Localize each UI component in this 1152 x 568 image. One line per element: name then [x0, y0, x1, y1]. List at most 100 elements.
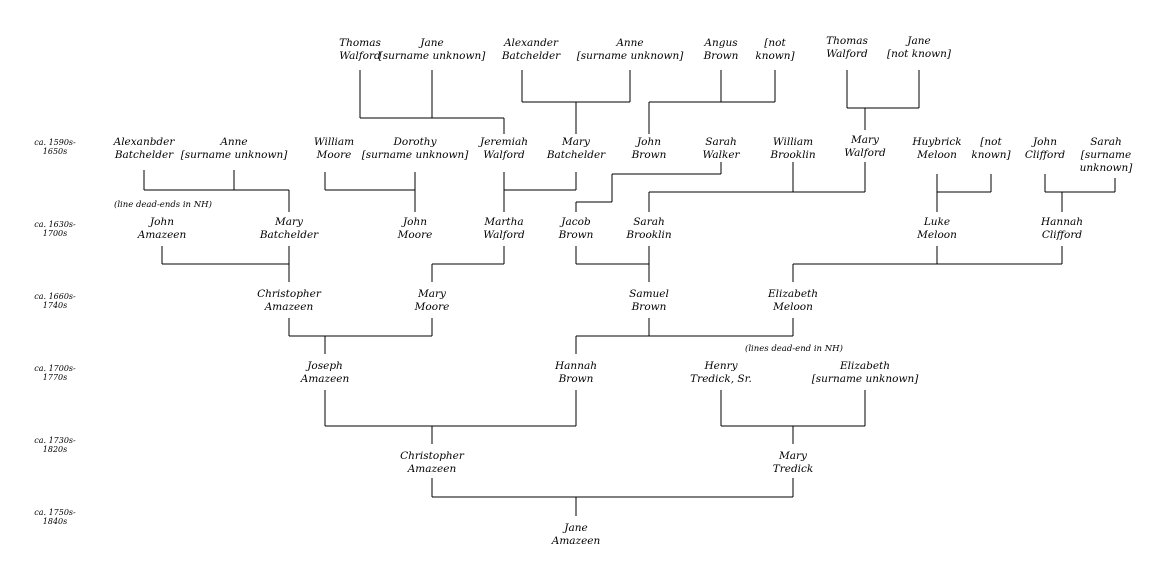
person-surname: Walford — [483, 149, 525, 161]
person-surname: Meloon — [917, 229, 957, 241]
person-given-name: Jane — [907, 35, 931, 47]
person-hannah-clifford: Hannah Clifford — [1041, 216, 1083, 242]
person-samuel-brown: Samuel Brown — [629, 288, 669, 314]
era-label: ca. 1700s-1770s — [34, 364, 76, 382]
person-surname: Amazeen — [264, 301, 314, 313]
person-not-known: [not known] — [971, 136, 1010, 162]
person-given-name: Hannah — [1041, 216, 1083, 228]
person-not-known: [not known] — [755, 37, 794, 63]
person-given-name: Alexander — [503, 37, 559, 49]
person-mary-tredick: Mary Tredick — [773, 450, 814, 476]
person-given-name: Samuel — [629, 288, 669, 300]
person-anne-surname-unknown: Anne [surname unknown] — [577, 37, 684, 63]
person-jane-amazeen: Jane Amazeen — [552, 522, 601, 548]
person-alexanbder-batchelder: Alexanbder Batchelder — [114, 136, 175, 162]
person-given-name: Christopher — [400, 450, 464, 462]
person-given-name: Jacob — [561, 216, 591, 228]
person-given-name: Mary — [275, 216, 303, 228]
person-sarah-brooklin: Sarah Brooklin — [626, 216, 671, 242]
person-given-name: Thomas — [826, 35, 868, 47]
person-elizabeth-surname-unknown: Elizabeth [surname unknown] — [812, 360, 919, 386]
person-surname: Meloon — [917, 149, 957, 161]
person-dorothy-surname-unknown: Dorothy [surname unknown] — [362, 136, 469, 162]
person-given-name: Hannah — [555, 360, 597, 372]
person-surname: Brown — [558, 229, 594, 241]
person-christopher-amazeen: Christopher Amazeen — [400, 450, 464, 476]
person-mary-batchelder: Mary Batchelder — [547, 136, 605, 162]
person-william-brooklin: William Brooklin — [770, 136, 815, 162]
person-given-name: Thomas — [339, 37, 381, 49]
person-surname: Clifford — [1024, 149, 1066, 161]
person-surname: Tredick, Sr. — [690, 373, 752, 385]
person-surname: Amazeen — [407, 463, 457, 475]
person-given-name: Henry — [704, 360, 738, 372]
person-elizabeth-meloon: Elizabeth Meloon — [768, 288, 818, 314]
person-surname: Brooklin — [770, 149, 816, 161]
person-surname: known] — [971, 149, 1011, 161]
person-surname-cont: unknown] — [1079, 162, 1133, 174]
person-given-name: William — [772, 136, 814, 148]
person-given-name: Dorothy — [393, 136, 437, 148]
person-surname: Amazeen — [300, 373, 350, 385]
person-surname: Brown — [631, 149, 667, 161]
person-martha-walford: Martha Walford — [483, 216, 524, 242]
person-christopher-amazeen: Christopher Amazeen — [257, 288, 321, 314]
person-surname: known] — [755, 50, 795, 62]
person-huybrick-meloon: Huybrick Meloon — [912, 136, 961, 162]
person-given-name: Huybrick — [912, 136, 962, 148]
person-thomas-walford: Thomas Walford — [339, 37, 381, 63]
person-john-moore: John Moore — [398, 216, 433, 242]
person-jacob-brown: Jacob Brown — [559, 216, 594, 242]
person-given-name: Anne — [616, 37, 644, 49]
person-surname: Moore — [316, 149, 352, 161]
person-hannah-brown: Hannah Brown — [555, 360, 597, 386]
person-surname: [surname unknown] — [361, 149, 469, 161]
person-john-amazeen: John Amazeen — [138, 216, 187, 242]
note-line-dead-end: (line dead-ends in NH) — [114, 200, 212, 210]
person-given-name: Mary — [779, 450, 807, 462]
person-surname: Brown — [558, 373, 594, 385]
person-given-name: Sarah — [705, 136, 737, 148]
person-mary-moore: Mary Moore — [415, 288, 450, 314]
person-surname: [surname unknown] — [576, 50, 684, 62]
person-henry-tredick-sr: Henry Tredick, Sr. — [690, 360, 752, 386]
person-given-name: John — [149, 216, 175, 228]
era-label: ca. 1660s-1740s — [34, 292, 76, 310]
person-given-name: Alexanbder — [113, 136, 175, 148]
person-surname: Brooklin — [626, 229, 672, 241]
person-john-clifford: John Clifford — [1025, 136, 1065, 162]
person-surname: Meloon — [773, 301, 813, 313]
person-surname: Walker — [702, 149, 740, 161]
era-label: ca. 1590s-1650s — [34, 138, 76, 156]
era-label: ca. 1750s-1840s — [34, 508, 76, 526]
person-sarah-walker: Sarah Walker — [702, 136, 739, 162]
person-given-name: Luke — [923, 216, 951, 228]
person-given-name: William — [313, 136, 355, 148]
person-jeremiah-walford: Jeremiah Walford — [480, 136, 528, 162]
person-sarah-surname-unknown: Sarah [surname unknown] — [1080, 136, 1133, 175]
person-surname: Tredick — [772, 463, 814, 475]
person-given-name: Sarah — [633, 216, 665, 228]
person-given-name: Mary — [562, 136, 590, 148]
person-given-name: [not — [980, 136, 1002, 148]
person-joseph-amazeen: Joseph Amazeen — [301, 360, 350, 386]
person-surname: Batchelder — [259, 229, 319, 241]
person-jane-not-known: Jane [not known] — [887, 35, 951, 61]
person-surname: [surname unknown] — [180, 149, 288, 161]
person-jane-surname-unknown: Jane [surname unknown] — [379, 37, 486, 63]
era-label: ca. 1730s-1820s — [34, 436, 76, 454]
person-given-name: Martha — [484, 216, 524, 228]
person-surname: Walford — [339, 50, 381, 62]
person-given-name: Elizabeth — [767, 288, 819, 300]
person-surname: Brown — [631, 301, 667, 313]
person-mary-batchelder: Mary Batchelder — [260, 216, 318, 242]
person-given-name: Mary — [851, 134, 879, 146]
person-surname: Brown — [703, 50, 739, 62]
person-john-brown: John Brown — [632, 136, 667, 162]
person-angus-brown: Angus Brown — [704, 37, 739, 63]
person-given-name: Joseph — [307, 360, 343, 372]
person-given-name: Anne — [220, 136, 248, 148]
person-anne-surname-unknown: Anne [surname unknown] — [181, 136, 288, 162]
person-surname: [surname — [1080, 149, 1132, 161]
